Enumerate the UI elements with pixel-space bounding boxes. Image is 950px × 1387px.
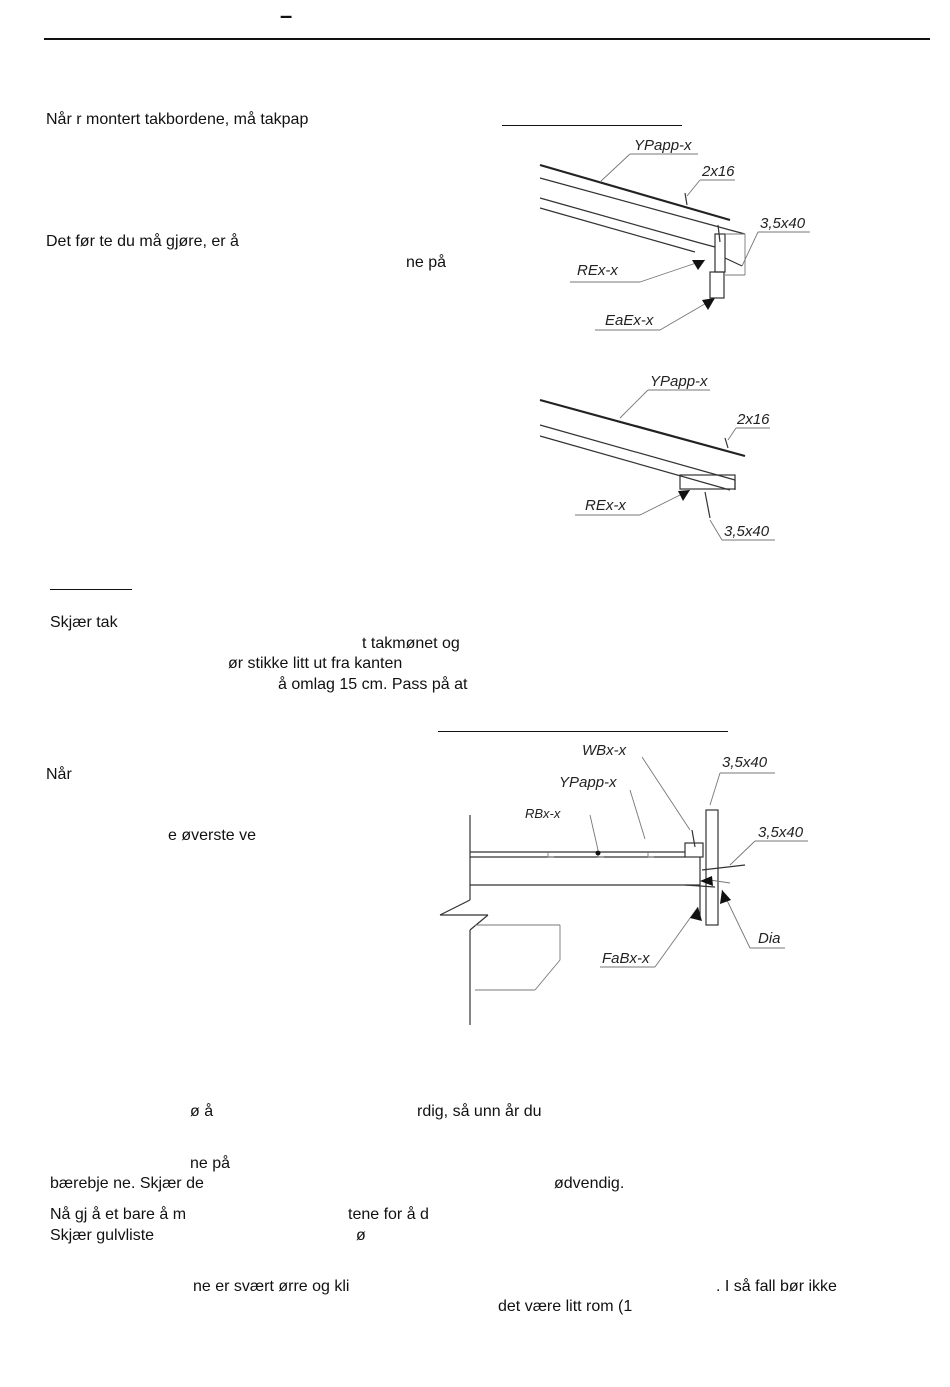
fig1-label-rex: REx-x [577,262,618,279]
figure-1-eave-detail: YPapp-x 2x16 3,5x40 REx-x EaEx-x [539,137,810,331]
section-4-line-6b: . I så fall bør ikke [716,1278,837,1295]
section-4-line-6a: ne er svært ørre og kli [193,1278,350,1295]
section-4-line-5a: Skjær gulvliste [50,1227,155,1244]
section-4-line-4a: Nå gj å et bare å m [50,1206,187,1223]
fig2-label-ypapp: YPapp-x [650,373,708,390]
section-4-line-7: det være litt rom (1 [498,1298,633,1315]
section-4-line-1b: rdig, så unn år du [417,1103,542,1120]
fig3-label-nail-mid: 3,5x40 [758,824,804,841]
figure-3-heading-rule [438,731,728,733]
fig2-label-nail-large: 3,5x40 [724,523,770,540]
figure-2-eave-detail: YPapp-x 2x16 REx-x 3,5x40 [539,373,775,541]
fig1-label-eaex: EaEx-x [605,312,654,329]
section-2-heading-rule [50,589,132,591]
section-4-line-1a: ø å [190,1103,214,1120]
paragraph-2-line-fragment: ne på [406,254,447,271]
section-4-line-3a: bærebje ne. Skjær de [50,1175,204,1192]
header-dash: – [280,3,293,28]
section-4-line-5b: ø [356,1227,366,1244]
paragraph-2-line: Det før te du må gjøre, er å [46,233,239,250]
fig2-label-nail-small: 2x16 [736,411,770,428]
section-2-line-2: t takmønet og [362,635,460,652]
fig1-label-ypapp: YPapp-x [634,137,692,154]
section-4-line-2: ne på [190,1155,231,1172]
fig3-label-fabx: FaBx-x [602,950,650,967]
paragraph-1-line: Når r montert takbordene, må takpap [46,111,309,128]
fig3-label-dia: Dia [758,930,781,947]
figure-1-heading-rule [502,125,682,127]
section-4-line-4b: tene for å d [348,1206,429,1223]
figure-3-wall-detail: WBx-x 3,5x40 YPapp-x RBx-x 3,5x40 Dia Fa… [439,742,808,1025]
header-rule [44,38,930,40]
section-2-line-3: ør stikke litt ut fra kanten [228,655,403,672]
section-3-line-2: e øverste ve [168,827,257,844]
fig1-label-nail-small: 2x16 [701,163,735,180]
section-3-line-1: Når [46,766,72,783]
section-2-line-1: Skjær tak [50,614,118,631]
section-4-line-3b: ødvendig. [554,1175,625,1192]
section-2-line-4: å omlag 15 cm. Pass på at [278,676,468,693]
fig3-label-rbx: RBx-x [525,806,561,821]
fig1-label-nail-large: 3,5x40 [760,215,806,232]
fig3-label-nail-top: 3,5x40 [722,754,768,771]
fig3-label-ypapp: YPapp-x [559,774,617,791]
fig2-label-rex: REx-x [585,497,626,514]
fig3-label-wbx: WBx-x [582,742,627,759]
